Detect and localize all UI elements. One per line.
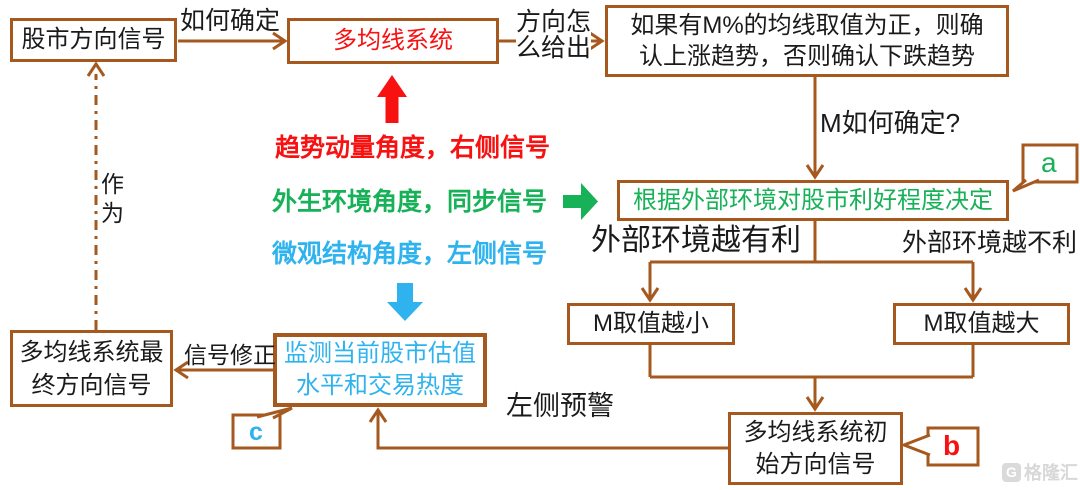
watermark: G 格隆汇 xyxy=(1002,459,1078,485)
label-env-favorable: 外部环境越有利 xyxy=(591,224,801,257)
box-final-line1: 多均线系统最 xyxy=(19,338,164,366)
box-m-large: M取值越大 xyxy=(893,303,1070,345)
box-monitor: 监测当前股市估值 水平和交易热度 xyxy=(273,333,487,407)
arrowhead xyxy=(640,287,660,303)
box-initial: 多均线系统初 始方向信号 xyxy=(728,412,903,485)
arrowhead xyxy=(368,407,388,423)
box-m-large-text: M取值越大 xyxy=(923,310,1040,337)
arrowhead xyxy=(963,287,983,303)
arrowhead xyxy=(589,31,605,51)
arrow-initial-to-monitor xyxy=(376,412,728,450)
arrowhead xyxy=(272,31,288,51)
label-as-line2: 为 xyxy=(101,200,124,226)
label-how-determine: 如何确定 xyxy=(180,7,281,35)
watermark-text: 格隆汇 xyxy=(1024,463,1078,483)
box-ma-system-text: 多均线系统 xyxy=(333,27,453,54)
callout-a-letter: a xyxy=(1041,147,1057,178)
label-direction-how: 方向怎 么给出 xyxy=(516,8,592,62)
merge-lines xyxy=(648,345,975,407)
callout-b-letter: b xyxy=(943,430,961,461)
split-lines xyxy=(648,221,975,298)
label-env-unfavorable: 外部环境越不利 xyxy=(902,229,1078,257)
box-ma-system: 多均线系统 xyxy=(287,18,499,64)
callout-a-tail xyxy=(1012,178,1040,193)
label-direction-line1: 方向怎 xyxy=(516,8,592,36)
box-rule-line2: 认上涨趋势，否则确认下跌趋势 xyxy=(639,43,975,70)
label-as-line1: 作 xyxy=(101,171,124,197)
label-signal-fix: 信号修正 xyxy=(184,342,276,368)
label-as: 作 为 xyxy=(101,170,124,228)
label-direction-line2: 么给出 xyxy=(516,34,592,62)
callout-b-box xyxy=(926,426,980,467)
box-initial-line2: 始方向信号 xyxy=(755,450,876,478)
box-decide-text: 根据外部环境对股市利好程度决定 xyxy=(633,186,993,214)
angle-trend-momentum: 趋势动量角度，右侧信号 xyxy=(275,134,551,162)
box-initial-line1: 多均线系统初 xyxy=(743,418,888,446)
box-decide: 根据外部环境对股市利好程度决定 xyxy=(617,180,1009,221)
arrowhead xyxy=(173,360,189,380)
callout-c-box xyxy=(231,413,282,450)
arrowhead xyxy=(86,61,106,77)
box-m-small-text: M取值越小 xyxy=(593,310,709,337)
callout-c-letter: c xyxy=(249,418,263,446)
box-monitor-line1: 监测当前股市估值 xyxy=(284,340,476,367)
label-m-how: M如何确定? xyxy=(820,108,961,138)
angle-external-env: 外生环境角度，同步信号 xyxy=(272,188,548,216)
arrowhead xyxy=(805,164,825,180)
green-right-block-arrow xyxy=(563,183,598,220)
box-monitor-line2: 水平和交易热度 xyxy=(296,372,464,399)
callout-b-tail xyxy=(899,433,931,457)
box-final-line2: 终方向信号 xyxy=(31,371,152,399)
box-m-small: M取值越小 xyxy=(567,303,735,345)
callout-c-tail xyxy=(256,406,293,420)
box-market-signal: 股市方向信号 xyxy=(10,18,177,62)
watermark-logo-icon: G xyxy=(1002,462,1021,482)
box-rule-line1: 如果有M%的均线取值为正，则确 xyxy=(630,12,984,39)
label-left-warning: 左侧预警 xyxy=(506,391,614,421)
angle-micro-structure: 微观结构角度，左侧信号 xyxy=(272,240,548,268)
box-final: 多均线系统最 终方向信号 xyxy=(10,330,173,407)
box-market-signal-text: 股市方向信号 xyxy=(21,26,166,53)
blue-down-block-arrow xyxy=(387,283,423,321)
box-rule: 如果有M%的均线取值为正，则确 认上涨趋势，否则确认下跌趋势 xyxy=(605,5,1009,77)
callout-a-box xyxy=(1021,143,1079,184)
arrowhead xyxy=(805,396,825,412)
red-up-block-arrow xyxy=(377,75,407,123)
